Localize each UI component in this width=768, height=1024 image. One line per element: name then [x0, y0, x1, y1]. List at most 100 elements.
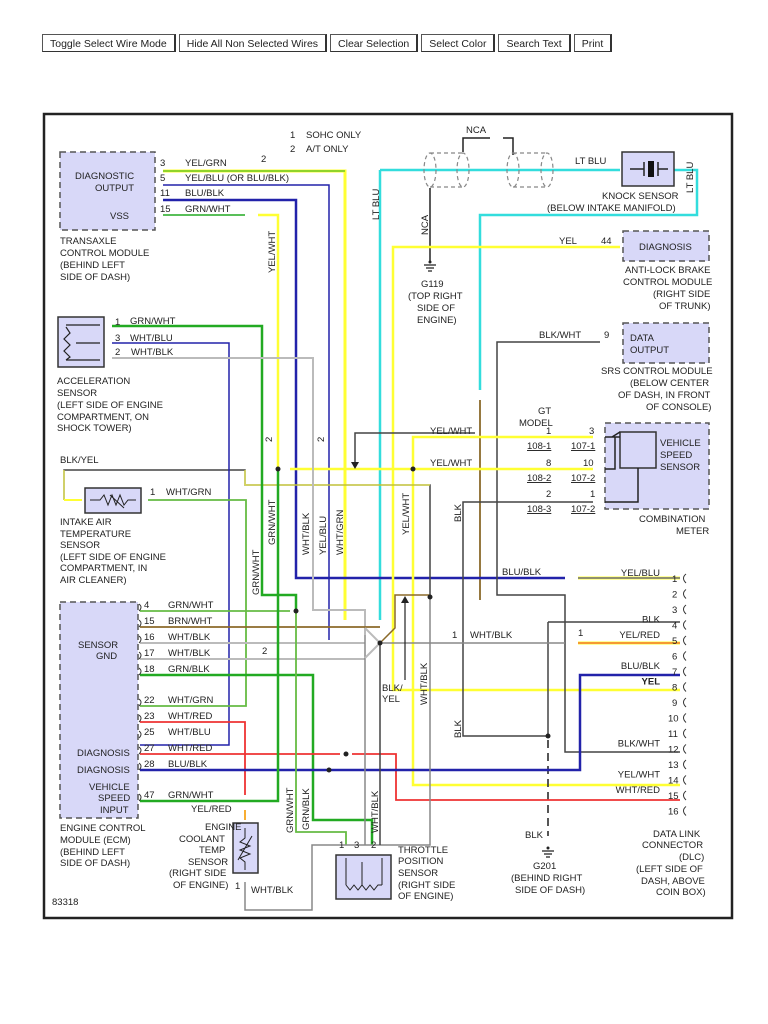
wire-splice-brn[interactable]: [379, 594, 430, 644]
accel-caption: SENSOR: [57, 388, 97, 399]
accel-caption: (LEFT SIDE OF ENGINE: [57, 400, 163, 411]
splice-points: [275, 466, 551, 773]
knock-sensor[interactable]: LT BLU KNOCK SENSOR (BELOW INTAKE MANIFO…: [547, 151, 696, 214]
engine-control-module[interactable]: SENSOR GND DIAGNOSIS DIAGNOSIS VEHICLE S…: [59, 600, 214, 869]
ground-label: G119: [421, 279, 444, 290]
print-button[interactable]: Print: [573, 34, 613, 52]
wire-yel-wht-vss[interactable]: [258, 213, 280, 470]
diagram-id: 83318: [52, 897, 78, 908]
wire-label: BLU/BLK: [185, 188, 225, 199]
ecm-label: GND: [96, 651, 117, 662]
ecm-pin-number: 47: [144, 790, 155, 801]
splice-dot: [410, 466, 416, 472]
connector-icon: [683, 713, 687, 723]
ecm-pin-number: 25: [144, 727, 155, 738]
toggle-select-wire-mode-button[interactable]: Toggle Select Wire Mode: [42, 34, 176, 52]
note-marker: 2: [261, 154, 266, 165]
ect-caption: OF ENGINE): [173, 880, 228, 891]
wire-wht-blk-ect[interactable]: [244, 597, 431, 911]
dlc-caption: DASH, ABOVE: [641, 876, 705, 887]
ground-caption: SIDE OF: [417, 303, 455, 314]
wire-grn-wht-accel[interactable]: [112, 324, 298, 610]
combination-meter[interactable]: VEHICLE SPEED SENSOR GT MODEL YEL/WHT 1 …: [430, 406, 710, 537]
dlc-pin-wire: YEL: [642, 677, 661, 688]
dlc-pin-number: 7: [672, 667, 677, 678]
data-link-connector[interactable]: 1YEL/BLU234BLK5YEL/RED67BLU/BLK8YEL91011…: [616, 568, 706, 898]
wire-label: YEL/BLU: [318, 516, 329, 555]
intake-air-temp-sensor[interactable]: BLK/YEL 1 WHT/GRN INTAKE AIR TEMPERATURE…: [60, 455, 212, 586]
ecm-caption: SIDE OF DASH): [60, 858, 130, 869]
note-marker: 1: [578, 628, 583, 639]
wire-blk-wht-srs[interactable]: [496, 341, 680, 753]
pin-label: 8: [546, 458, 551, 469]
splice-dot: [293, 608, 299, 614]
clear-selection-button[interactable]: Clear Selection: [330, 34, 419, 52]
splice-dot: [326, 767, 332, 773]
ect-caption: ENGINE: [205, 822, 241, 833]
dlc-caption: CONNECTOR: [642, 840, 703, 851]
anti-lock-brake-control-module[interactable]: DIAGNOSIS YEL 44 ANTI-LOCK BRAKE CONTROL…: [559, 230, 712, 312]
wire-wht-grn-iat[interactable]: [140, 499, 247, 707]
connector-icon: [683, 806, 687, 816]
connector-icon: [683, 604, 687, 615]
wire-yel-blu[interactable]: [163, 184, 330, 640]
wire-yel-wht-meter[interactable]: [411, 435, 680, 787]
wire-blk-yel-stripe[interactable]: [63, 470, 430, 500]
hide-non-selected-wires-button[interactable]: Hide All Non Selected Wires: [178, 34, 328, 52]
engine-coolant-temp-sensor[interactable]: YEL/RED ENGINE COOLANT TEMP SENSOR (RIGH…: [169, 804, 294, 896]
iat-caption: COMPARTMENT, IN: [60, 563, 147, 574]
wire-label: YEL/GRN: [185, 158, 227, 169]
knock-sensor-caption: KNOCK SENSOR: [602, 191, 679, 202]
wire-wht-blk-accel[interactable]: [112, 357, 366, 635]
wire-nca-top[interactable]: [462, 137, 490, 152]
ground-caption: (TOP RIGHT: [408, 291, 463, 302]
wire-ecm-18[interactable]: [140, 673, 374, 845]
srs-caption: (BELOW CENTER: [630, 378, 709, 389]
dlc-pin-number: 14: [668, 776, 679, 787]
wire-ecm-27[interactable]: [140, 753, 680, 801]
meter-caption: COMBINATION: [639, 514, 705, 525]
connector-icon: [138, 714, 142, 723]
tcm-caption: (BEHIND LEFT: [60, 260, 125, 271]
ground-label: G201: [533, 861, 556, 872]
connector-icon: [683, 573, 687, 584]
connector-icon: [138, 793, 142, 802]
wire-label: NCA: [420, 214, 431, 235]
wire-ltblu-return[interactable]: [478, 168, 699, 390]
ecm-label: VEHICLE: [89, 782, 130, 793]
connector-label: 107-2: [571, 504, 595, 515]
ecm-pin-number: 23: [144, 711, 155, 722]
note-marker: 1: [452, 630, 457, 641]
connector-icon: [138, 635, 142, 644]
wire-ecm-47[interactable]: [140, 470, 280, 803]
wire-grn-wht-tps[interactable]: [295, 610, 347, 845]
transaxle-control-module[interactable]: DIAGNOSTIC OUTPUT VSS TRANSAXLE CONTROL …: [59, 151, 289, 283]
ecm-caption: MODULE (ECM): [60, 835, 131, 846]
wire-ecm-28[interactable]: [140, 673, 680, 772]
ecm-caption: (BEHIND LEFT: [60, 847, 125, 858]
select-color-button[interactable]: Select Color: [421, 34, 496, 52]
connector-icon: [683, 682, 687, 692]
wire-blk-meter[interactable]: [462, 501, 593, 737]
connector-icon: [683, 635, 687, 646]
connector-icon: [138, 730, 142, 739]
wire-label: BLK: [453, 503, 464, 522]
accel-caption: COMPARTMENT, ON: [57, 412, 149, 423]
tps-caption: (RIGHT SIDE: [398, 880, 455, 891]
tcm-caption: CONTROL MODULE: [60, 248, 149, 259]
wire-nca-top2[interactable]: [503, 137, 514, 155]
srs-caption: OF CONSOLE): [646, 402, 711, 413]
abs-caption: OF TRUNK): [659, 301, 711, 312]
wire-label: YEL/BLU (OR BLU/BLK): [185, 173, 289, 184]
throttle-position-sensor[interactable]: 1 3 2 THROTTLE POSITION SENSOR (RIGHT SI…: [335, 840, 455, 902]
acceleration-sensor[interactable]: 1 GRN/WHT 3 WHT/BLU 2 WHT/BLK ACCELERATI…: [57, 316, 176, 434]
dlc-pin-number: 15: [668, 791, 679, 802]
wire-wht-blu-accel[interactable]: [112, 342, 230, 746]
ecm-label: SENSOR: [78, 640, 118, 651]
ecm-pin-wire: WHT/GRN: [168, 695, 214, 706]
search-text-button[interactable]: Search Text: [498, 34, 571, 52]
wire-arrow-ref[interactable]: [354, 432, 475, 465]
ecm-label: INPUT: [100, 805, 129, 816]
srs-control-module[interactable]: DATA OUTPUT BLK/WHT 9 SRS CONTROL MODULE…: [539, 322, 713, 413]
wire-label: BLK: [453, 719, 464, 738]
